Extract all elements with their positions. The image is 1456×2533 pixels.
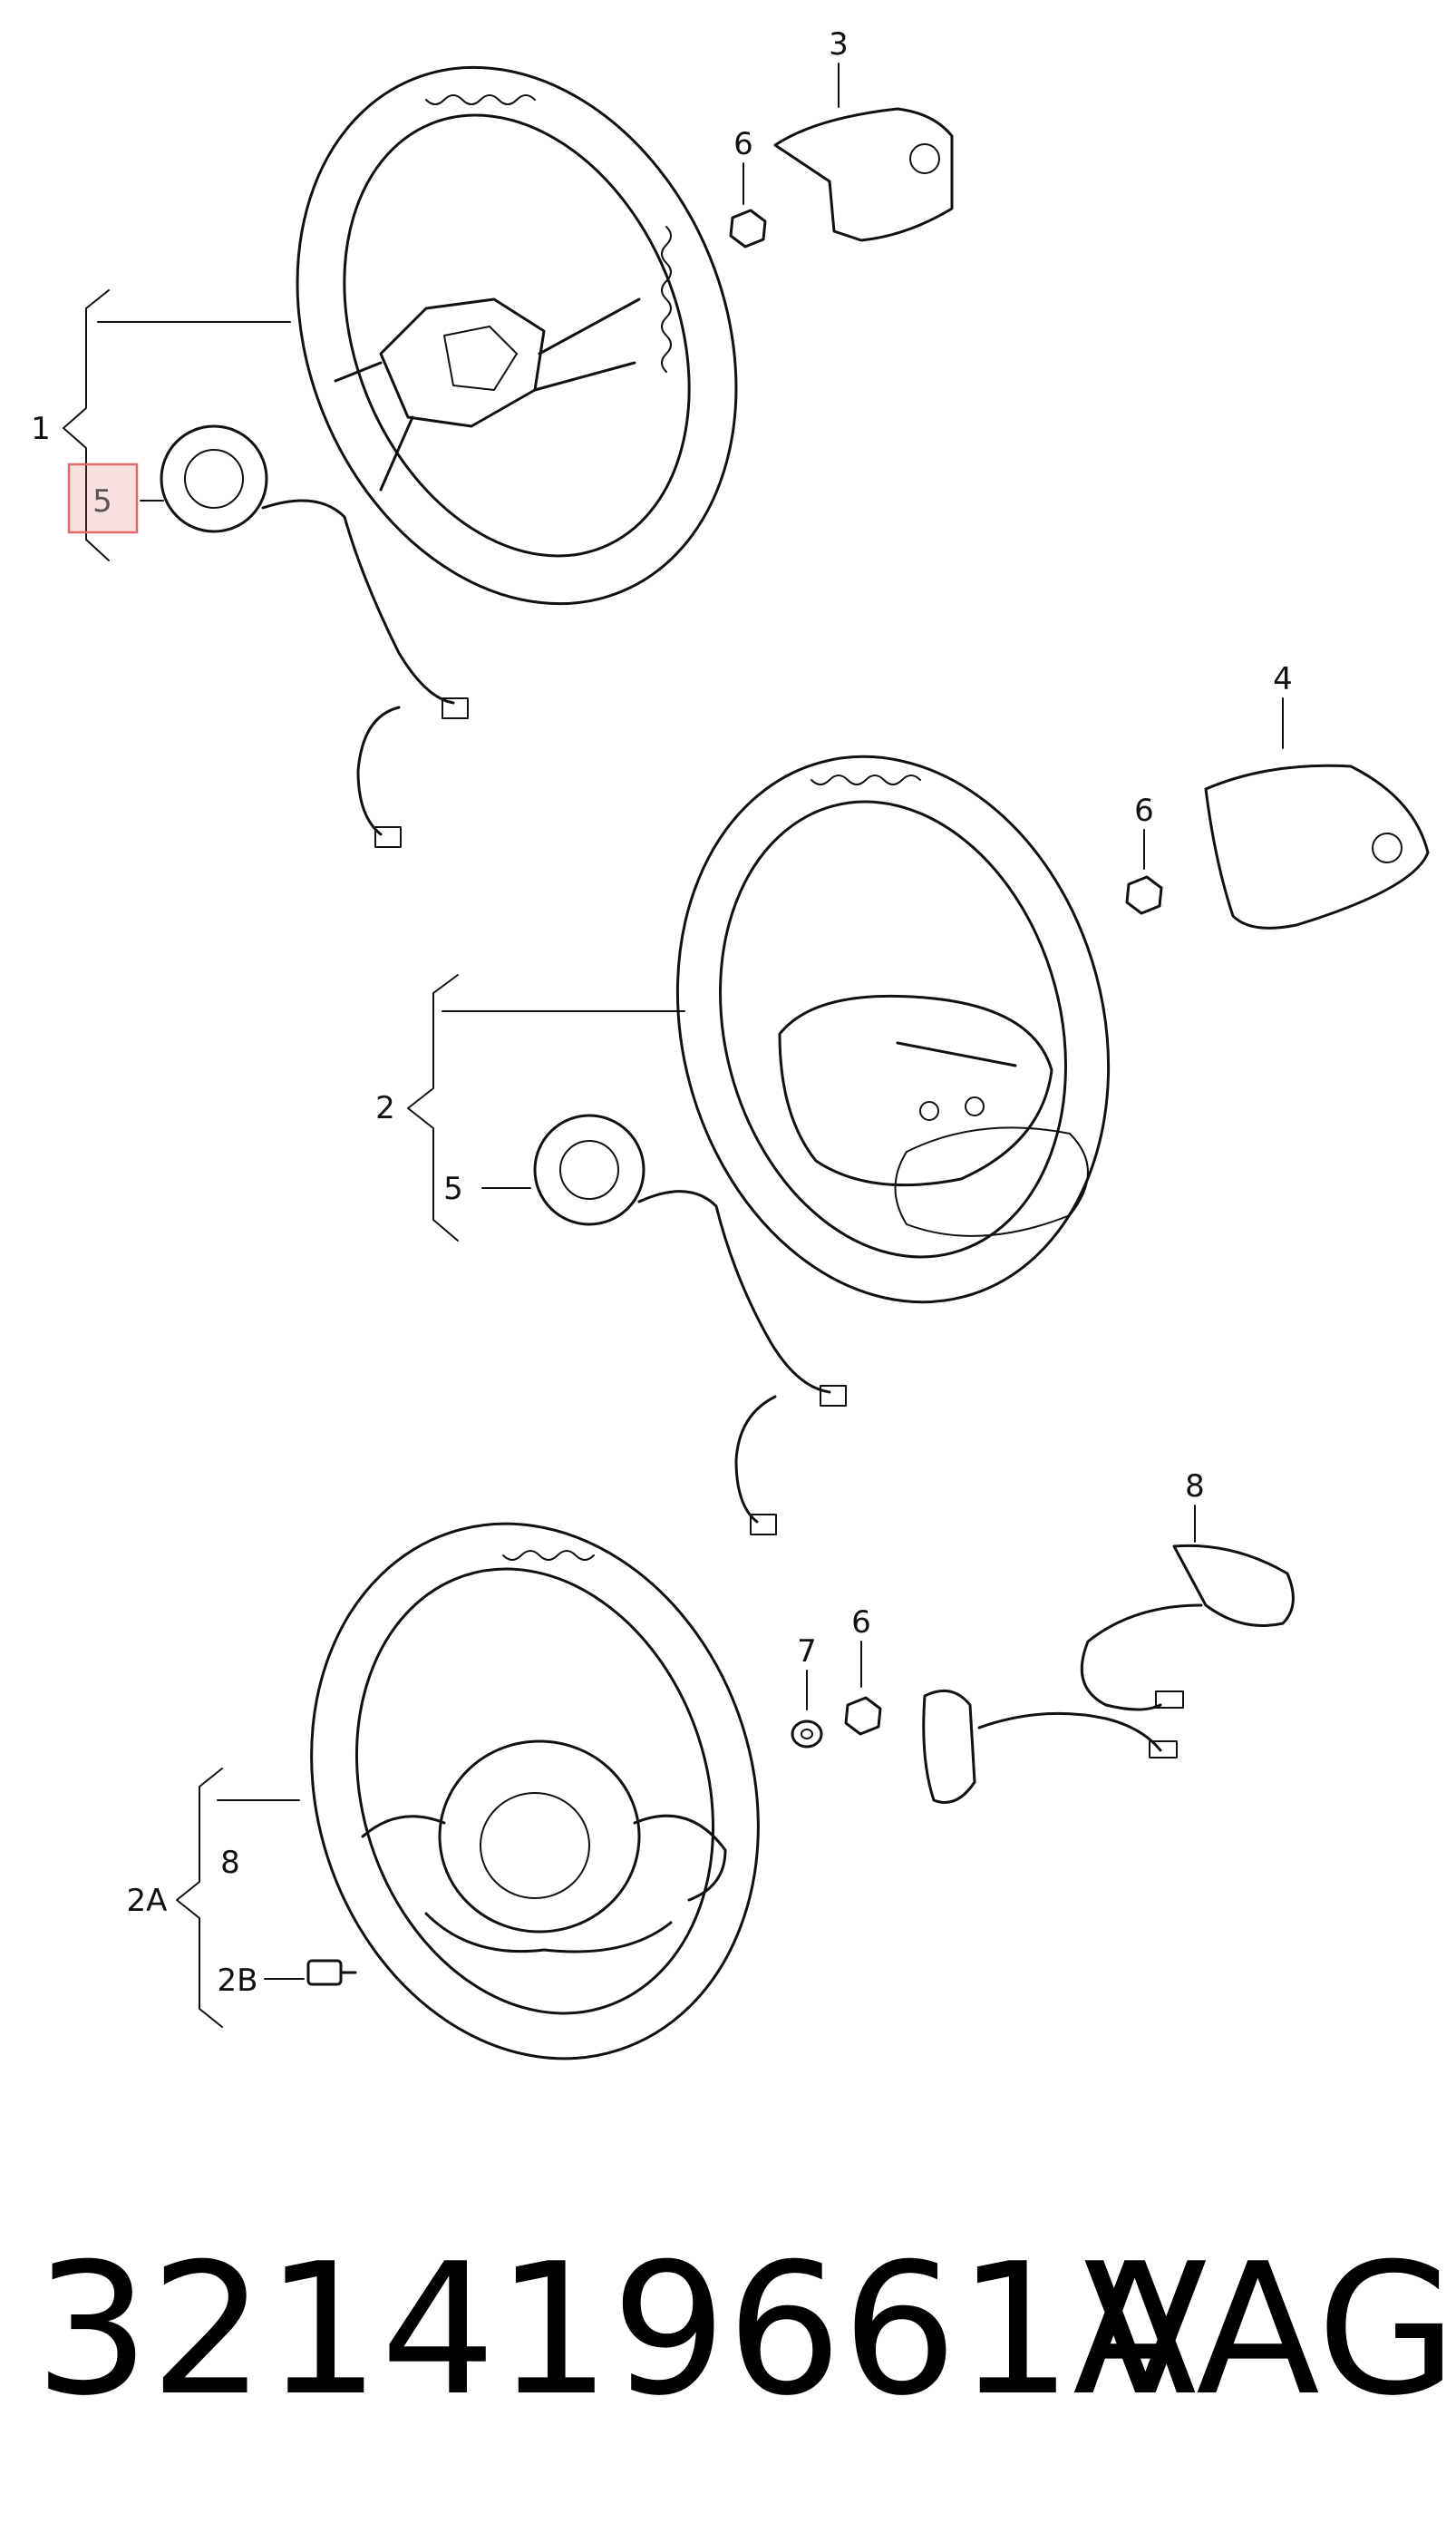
callout-4: 4: [1273, 661, 1293, 697]
footer: 321419661A VAG: [0, 2213, 1456, 2449]
nut-6-top: [729, 209, 767, 248]
steering-wheel-assembly-2: [407, 697, 1430, 1535]
steering-wheel-rim-outer-2: [675, 755, 1111, 1304]
button-connector-b: [1149, 1740, 1178, 1758]
connector-mid-b: [750, 1514, 777, 1535]
lower-spoke-2: [894, 1126, 1089, 1237]
screw-2b: [306, 1959, 343, 1986]
clock-spring-top-center: [184, 449, 244, 509]
steering-wheel-rim-inner-2: [719, 800, 1067, 1259]
grip-texture-right: [661, 226, 672, 373]
button-module-8: [1172, 1544, 1295, 1627]
airbag-hub-inner: [480, 1792, 590, 1899]
clock-spring-mid: [533, 1114, 645, 1226]
bracket-1: [63, 289, 110, 561]
clock-spring-top-cable-2: [356, 706, 401, 836]
callout-8-brace: 8: [220, 1845, 240, 1881]
wheel-spokes: [334, 297, 641, 492]
button-switch-left: [922, 1689, 976, 1804]
diagram-canvas: 3 6 1 5 4 6 2 5 8 7 6 8 2A 2B: [31, 26, 1430, 2060]
callout-6-bot: 6: [851, 1604, 871, 1641]
hub-spokes-3: [361, 1814, 727, 1953]
vw-logo-icon-2: [1372, 833, 1403, 863]
nut-6-mid: [1125, 875, 1163, 915]
steering-hub-2: [778, 994, 1053, 1187]
brand-label: VAG: [1083, 2225, 1456, 2436]
steering-wheel-rim-inner: [343, 113, 691, 558]
callout-1: 1: [31, 411, 51, 447]
button-cable-b: [977, 1711, 1162, 1752]
hub-center: [443, 326, 518, 391]
callout-2b: 2B: [218, 1963, 258, 1999]
grip-texture-top-3: [502, 1550, 595, 1561]
connector-top-a: [442, 697, 469, 719]
horn-pad-4: [1204, 764, 1430, 930]
part-number: 321419661A: [34, 2225, 1198, 2436]
hub-bolt-b: [965, 1096, 985, 1116]
airbag-hub: [438, 1739, 641, 1934]
steering-hub: [379, 297, 546, 428]
washer-7-hole: [801, 1729, 813, 1739]
callout-6-mid: 6: [1134, 793, 1154, 829]
horn-pad-3: [773, 107, 954, 242]
callout-5-top[interactable]: 5: [92, 483, 112, 520]
button-connector-a: [1155, 1690, 1184, 1709]
highlight-box-5[interactable]: [67, 463, 139, 534]
callout-6-top: 6: [733, 126, 753, 162]
callout-2a: 2A: [127, 1883, 168, 1919]
hub-bar-2: [896, 1041, 1017, 1067]
connector-top-b: [374, 826, 402, 848]
bracket-2a: [176, 1768, 223, 2028]
clock-spring-mid-center: [559, 1140, 619, 1200]
bracket-2: [407, 974, 459, 1242]
callout-3: 3: [829, 26, 849, 63]
clock-spring-mid-cable-2: [734, 1395, 777, 1524]
button-cable-a: [1080, 1603, 1203, 1711]
callout-8-bot: 8: [1185, 1468, 1205, 1505]
clock-spring-top: [160, 424, 268, 533]
steering-wheel-rim-outer: [296, 65, 738, 606]
nut-6-bot: [844, 1696, 882, 1736]
washer-7: [791, 1720, 823, 1749]
callout-5-mid: 5: [443, 1171, 463, 1207]
grip-texture-top: [425, 94, 536, 105]
steering-wheel-rim-outer-3: [310, 1522, 760, 2060]
callout-7: 7: [797, 1633, 817, 1670]
vw-logo-icon: [909, 143, 940, 174]
callout-2: 2: [375, 1090, 395, 1126]
clock-spring-mid-cable: [637, 1190, 831, 1394]
steering-wheel-rim-inner-3: [354, 1567, 715, 2015]
hub-bolt-a: [919, 1101, 939, 1121]
connector-mid-a: [820, 1385, 847, 1407]
steering-wheel-assembly-2a: [176, 1505, 1295, 2060]
grip-texture-top-2: [811, 775, 921, 785]
clock-spring-top-cable: [261, 499, 455, 705]
steering-wheel-assembly-1: [63, 63, 954, 848]
